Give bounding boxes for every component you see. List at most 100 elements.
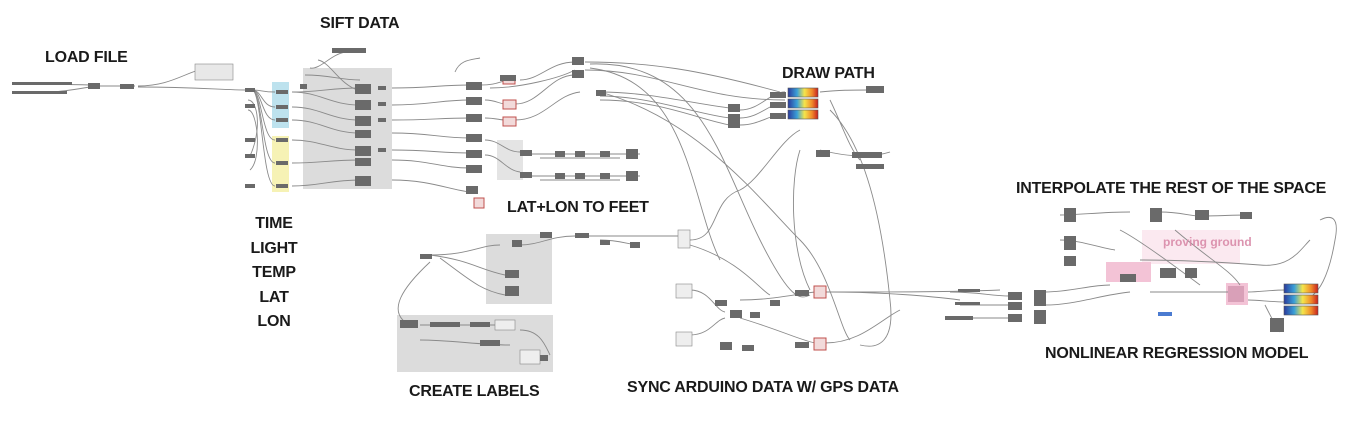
convert-component-2[interactable] xyxy=(466,97,482,105)
feet-component-9[interactable] xyxy=(600,173,610,179)
gradient-legend-6[interactable] xyxy=(1283,305,1319,316)
sift-output-4[interactable] xyxy=(378,148,386,152)
file-path-param[interactable] xyxy=(12,82,72,85)
sift-output-3[interactable] xyxy=(378,118,386,122)
gradient-legend-3[interactable] xyxy=(787,109,819,120)
regression-component-5[interactable] xyxy=(1034,310,1046,324)
draw-path-output[interactable] xyxy=(866,86,884,93)
channel-param-2[interactable] xyxy=(276,105,288,109)
label-component-4[interactable] xyxy=(505,286,519,296)
feet-component-1[interactable] xyxy=(520,150,532,156)
convert-component-3[interactable] xyxy=(466,114,482,122)
channel-source-5[interactable] xyxy=(245,184,255,188)
red-highlight-4[interactable] xyxy=(473,197,485,209)
sift-output-1[interactable] xyxy=(378,86,386,90)
regression-component-6[interactable] xyxy=(1228,286,1244,302)
regression-input-2[interactable] xyxy=(955,302,980,305)
sift-component-4[interactable] xyxy=(355,130,371,138)
interpolate-component-3[interactable] xyxy=(1064,256,1076,266)
draw-path-component-2[interactable] xyxy=(728,114,740,122)
mid-component-1[interactable] xyxy=(500,75,516,81)
convert-component-6[interactable] xyxy=(466,165,482,173)
label-component-10[interactable] xyxy=(480,340,500,346)
label-component-1[interactable] xyxy=(512,240,522,247)
sync-component-5[interactable] xyxy=(730,310,742,318)
channel-param-6[interactable] xyxy=(276,184,288,188)
sync-panel-2[interactable] xyxy=(675,283,693,299)
feet-component-4[interactable] xyxy=(600,151,610,157)
channel-param-3[interactable] xyxy=(276,118,288,122)
sync-component-6[interactable] xyxy=(750,312,760,318)
channel-param-4[interactable] xyxy=(276,138,288,142)
regression-component-1[interactable] xyxy=(1008,292,1022,300)
label-component-11[interactable] xyxy=(519,349,541,365)
sync-component-2[interactable] xyxy=(600,240,610,245)
convert-component-1[interactable] xyxy=(466,82,482,90)
sync-component-11[interactable] xyxy=(795,342,809,348)
sync-component-7[interactable] xyxy=(770,300,780,306)
regression-input-1[interactable] xyxy=(958,289,980,292)
regression-component-4[interactable] xyxy=(1034,290,1046,306)
sift-component-1[interactable] xyxy=(355,84,371,94)
interpolate-component-4[interactable] xyxy=(1150,208,1162,222)
red-highlight-2[interactable] xyxy=(502,99,517,110)
path-component-3[interactable] xyxy=(596,90,606,96)
sift-component-2[interactable] xyxy=(355,100,371,110)
draw-path-component-3[interactable] xyxy=(728,122,740,128)
sift-output-2[interactable] xyxy=(378,102,386,106)
sift-component-7[interactable] xyxy=(355,176,371,186)
label-component-8[interactable] xyxy=(470,322,490,327)
sift-component-3[interactable] xyxy=(355,116,371,126)
draw-path-component-4[interactable] xyxy=(770,92,786,98)
feet-component-8[interactable] xyxy=(575,173,585,179)
sync-component-10[interactable] xyxy=(742,345,754,351)
interpolate-component-1[interactable] xyxy=(1064,208,1076,222)
regression-component-2[interactable] xyxy=(1008,302,1022,310)
file-path-param-2[interactable] xyxy=(12,91,67,94)
sync-panel-3[interactable] xyxy=(675,331,693,347)
feet-component-6[interactable] xyxy=(520,172,532,178)
gradient-legend-2[interactable] xyxy=(787,98,819,109)
label-component-7[interactable] xyxy=(430,322,460,327)
label-component-6[interactable] xyxy=(400,320,418,328)
sync-component-9[interactable] xyxy=(720,342,732,350)
gradient-legend-1[interactable] xyxy=(787,87,819,98)
read-file-component[interactable] xyxy=(88,83,100,89)
sync-component-4[interactable] xyxy=(715,300,727,306)
sift-component-6[interactable] xyxy=(355,158,371,166)
draw-path-component-1[interactable] xyxy=(728,104,740,112)
draw-path-component-5[interactable] xyxy=(770,102,786,108)
convert-component-7[interactable] xyxy=(466,186,478,194)
draw-path-lower-1[interactable] xyxy=(816,150,830,157)
gradient-legend-5[interactable] xyxy=(1283,294,1319,305)
interpolate-component-9[interactable] xyxy=(1185,268,1197,278)
sync-component-8[interactable] xyxy=(795,290,809,296)
feet-component-7[interactable] xyxy=(555,173,565,179)
interpolate-component-6[interactable] xyxy=(1240,212,1252,219)
interpolate-component-5[interactable] xyxy=(1195,210,1209,220)
draw-path-lower-2[interactable] xyxy=(852,152,882,158)
path-component-1[interactable] xyxy=(572,57,584,65)
convert-component-5[interactable] xyxy=(466,150,482,158)
channel-source-4[interactable] xyxy=(245,154,255,158)
path-component-2[interactable] xyxy=(572,70,584,78)
sync-panel-1[interactable] xyxy=(677,229,691,249)
label-component-2[interactable] xyxy=(540,232,552,238)
interpolate-component-7[interactable] xyxy=(1120,274,1136,282)
sync-component-1[interactable] xyxy=(575,233,589,238)
draw-path-lower-3[interactable] xyxy=(856,164,884,169)
regression-input-3[interactable] xyxy=(945,316,973,320)
interpolate-component-2[interactable] xyxy=(1064,236,1076,250)
red-highlight-3[interactable] xyxy=(502,116,517,127)
list-item-component[interactable] xyxy=(300,84,307,89)
draw-path-component-6[interactable] xyxy=(770,113,786,119)
feet-component-2[interactable] xyxy=(555,151,565,157)
lat-lon-to-feet-group[interactable] xyxy=(497,140,523,180)
label-component-9[interactable] xyxy=(494,319,516,331)
channel-source-1[interactable] xyxy=(245,88,255,92)
sync-component-3[interactable] xyxy=(630,242,640,248)
panel-component[interactable] xyxy=(194,63,234,81)
regression-blue-param[interactable] xyxy=(1158,312,1172,316)
sync-red-1[interactable] xyxy=(813,285,827,299)
label-component-3[interactable] xyxy=(505,270,519,278)
